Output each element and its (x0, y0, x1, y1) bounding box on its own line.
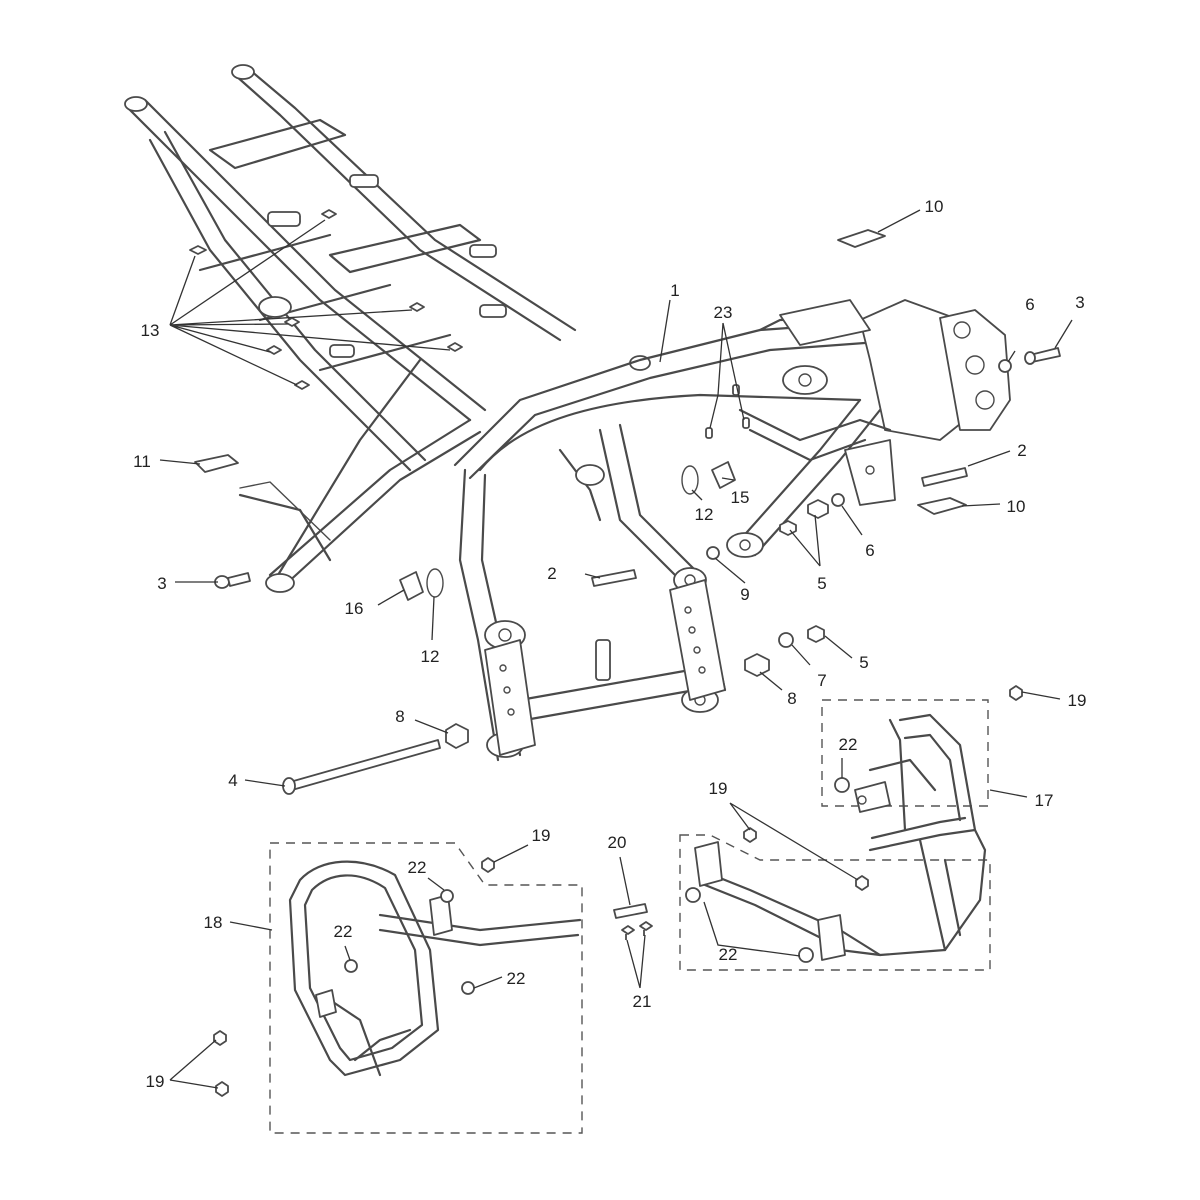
callout-10: 10 (1007, 497, 1026, 516)
plug-22-right-a[interactable] (685, 887, 701, 903)
o-ring-12-top[interactable] (681, 465, 699, 495)
callout-6: 6 (1025, 295, 1034, 314)
callout-5: 5 (859, 653, 868, 672)
callout-11: 11 (133, 452, 151, 471)
dowel-23-c[interactable] (742, 417, 750, 429)
callout-12: 12 (421, 647, 440, 666)
plug-22-left-a[interactable] (440, 889, 454, 903)
callout-23: 23 (714, 303, 733, 322)
bolt-19-left-a[interactable] (213, 1030, 227, 1046)
callout-16: 16 (345, 599, 364, 618)
rubber-buffer-13[interactable] (189, 209, 463, 390)
clip-11[interactable] (194, 454, 239, 473)
bolt-3-right[interactable] (1024, 347, 1061, 365)
callout-19: 19 (709, 779, 728, 798)
bolt-19-right-b[interactable] (855, 875, 869, 891)
callout-22: 22 (719, 945, 738, 964)
callout-2: 2 (1017, 441, 1026, 460)
callout-19: 19 (146, 1072, 165, 1091)
bolt-19-left-top[interactable] (481, 857, 495, 873)
callout-19: 19 (532, 826, 551, 845)
callout-13: 13 (141, 321, 160, 340)
plug-22-right-top[interactable] (834, 777, 850, 793)
plug-22-left-c[interactable] (461, 981, 475, 995)
washer-9[interactable] (706, 546, 720, 560)
washer-6-bottom[interactable] (831, 493, 845, 507)
kit-box-17 (821, 699, 989, 807)
plug-22-right-b[interactable] (798, 947, 814, 963)
callout-2: 2 (547, 564, 556, 583)
bolt-19-right-a[interactable] (743, 827, 757, 843)
bolt-19-left-b[interactable] (215, 1081, 229, 1097)
screw-21-a[interactable] (621, 925, 635, 940)
pad-10-bottom[interactable] (917, 497, 967, 515)
callout-8: 8 (787, 689, 796, 708)
o-ring-12-bottom[interactable] (426, 568, 444, 598)
bush-16[interactable] (399, 571, 424, 601)
kit-box-17-lower (679, 834, 991, 971)
callout-19: 19 (1068, 691, 1087, 710)
callout-8: 8 (395, 707, 404, 726)
plug-22-left-b[interactable] (344, 959, 358, 973)
kit-box-18 (269, 842, 583, 1134)
bolt-19-top-right[interactable] (1009, 685, 1023, 701)
leader-lines (159, 209, 1073, 1089)
callout-labels: 1 2 2 3 3 4 5 5 6 6 7 8 8 9 10 10 11 12 … (133, 197, 1086, 1091)
spacer-8-right[interactable] (744, 653, 770, 677)
callout-18: 18 (204, 913, 223, 932)
callout-22: 22 (507, 969, 526, 988)
bolt-3-left[interactable] (214, 572, 251, 589)
callout-12: 12 (695, 505, 714, 524)
pin-20[interactable] (613, 903, 648, 919)
dowel-23-b[interactable] (705, 427, 713, 439)
callout-22: 22 (408, 858, 427, 877)
callout-10: 10 (925, 197, 944, 216)
main-frame[interactable] (124, 64, 1011, 762)
callout-20: 20 (608, 833, 627, 852)
callout-17: 17 (1035, 791, 1054, 810)
callout-5: 5 (817, 574, 826, 593)
washer-6-top[interactable] (998, 359, 1012, 373)
bolt-2-center[interactable] (591, 569, 637, 587)
washer-7[interactable] (778, 632, 794, 648)
nut-5-mid[interactable] (779, 520, 797, 536)
nut-5-top[interactable] (807, 499, 829, 519)
callout-22: 22 (334, 922, 353, 941)
callout-9: 9 (740, 585, 749, 604)
callout-21: 21 (633, 992, 652, 1011)
pad-10-top[interactable] (837, 229, 886, 248)
callout-1: 1 (670, 281, 679, 300)
long-bolt-4[interactable] (282, 739, 441, 795)
callout-22: 22 (839, 735, 858, 754)
callout-3: 3 (1075, 293, 1084, 312)
nut-5-bottom[interactable] (807, 625, 825, 643)
bush-15[interactable] (711, 461, 736, 489)
callout-4: 4 (228, 771, 237, 790)
bolt-2-right[interactable] (921, 467, 968, 487)
crash-bar-17[interactable] (694, 713, 987, 961)
callout-6: 6 (865, 541, 874, 560)
crash-bar-18[interactable] (288, 860, 582, 1077)
callout-15: 15 (731, 488, 750, 507)
spacer-8-left[interactable] (445, 723, 469, 749)
callout-7: 7 (817, 671, 826, 690)
screw-21-b[interactable] (639, 921, 653, 936)
callout-3: 3 (157, 574, 166, 593)
